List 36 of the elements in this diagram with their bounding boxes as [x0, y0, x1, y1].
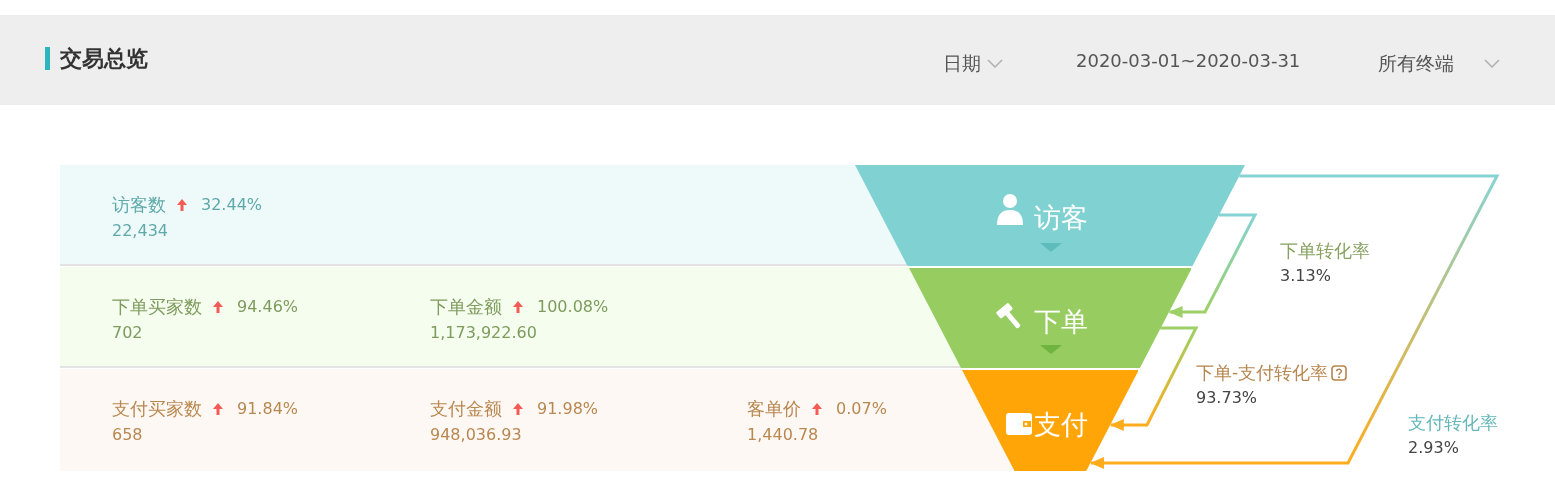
edge-label: 支付转化率 2.93%	[1408, 411, 1498, 459]
arrow	[1090, 174, 1500, 469]
metric-name: 下单买家数	[112, 296, 202, 318]
metric-value: 948,036.93	[430, 425, 522, 445]
metric-name: 访客数	[112, 194, 166, 216]
stage-label: 下单	[1034, 305, 1088, 339]
filter-label: 日期	[943, 51, 981, 75]
metric-value: 1,440.78	[747, 425, 819, 445]
arrow	[1168, 213, 1258, 318]
percent-change: 91.84%	[237, 399, 298, 419]
metric-name: 客单价	[747, 398, 801, 420]
metric-value: 1,173,922.60	[430, 323, 537, 343]
filter-label: 所有终端	[1378, 51, 1454, 75]
metric-band	[60, 369, 1017, 471]
metric-band	[60, 267, 963, 368]
percent-change: 0.07%	[836, 399, 887, 419]
metric-value: 702	[112, 323, 143, 343]
title: 交易总览	[60, 45, 148, 73]
percent-change: 100.08%	[537, 297, 609, 317]
metric-value: 22,434	[112, 221, 168, 241]
stage-label: 支付	[1034, 408, 1088, 442]
date-range-text: 2020-03-01~2020-03-31	[1076, 49, 1301, 73]
stage-label: 访客	[1034, 201, 1088, 235]
arrow	[1109, 326, 1199, 431]
funnel-stage	[908, 268, 1192, 368]
funnel-stage	[961, 370, 1139, 471]
edge-label: 下单转化率 3.13%	[1280, 239, 1370, 287]
percent-change: 91.98%	[537, 399, 598, 419]
metric-name: 支付买家数	[112, 398, 202, 420]
edge-label: 下单-支付转化率 93.73%	[1196, 361, 1329, 409]
metric-name: 下单金额	[430, 296, 502, 318]
percent-change: 32.44%	[201, 195, 262, 215]
funnel-stage	[855, 165, 1245, 266]
metric-value: 658	[112, 425, 143, 445]
metric-name: 支付金额	[430, 398, 502, 420]
percent-change: 94.46%	[237, 297, 298, 317]
